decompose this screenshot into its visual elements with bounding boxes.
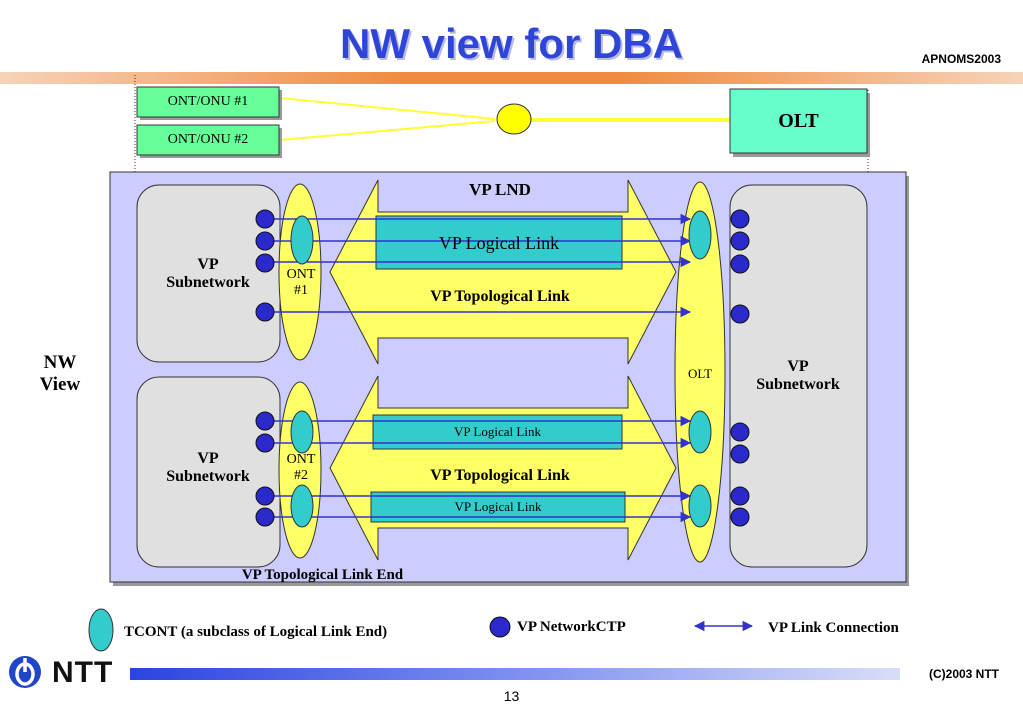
vp-topological-link-end-label: VP Topological Link End	[241, 567, 404, 583]
onu2-box	[136, 124, 282, 158]
tcont-icon	[290, 410, 314, 454]
networkctp-icon	[730, 231, 750, 251]
vp-logical-link-upper	[375, 215, 623, 270]
networkctp-icon	[730, 422, 750, 442]
networkctp-icon	[730, 254, 750, 274]
vp-subnetwork-right	[729, 184, 868, 568]
footer-bar	[130, 668, 900, 680]
vp-logical-link-lower-1-label: VP Logical Link	[454, 424, 541, 439]
vp-topological-link-lower-label: VP Topological Link	[430, 467, 570, 484]
olt-oval	[674, 181, 726, 563]
page-title: NW view for DBA	[339, 20, 683, 67]
networkctp-icon	[255, 486, 275, 506]
networkctp-icon	[255, 231, 275, 251]
olt-box-label: OLT	[778, 110, 819, 132]
legend-networkctp-icon	[489, 616, 511, 638]
vp-topological-link-upper-label: VP Topological Link	[430, 288, 570, 305]
ntt-logo-text: NTT	[52, 656, 114, 689]
onu2-label: ONT/ONU #2	[167, 132, 249, 147]
tcont-icon	[290, 215, 314, 265]
splitter-icon	[496, 103, 532, 135]
vp-logical-link-lower-2-label: VP Logical Link	[454, 499, 542, 514]
networkctp-icon	[255, 209, 275, 229]
tcont-icon	[290, 484, 314, 528]
tcont-icon	[688, 210, 712, 260]
ont1-label: ONT#1	[286, 267, 316, 299]
networkctp-icon	[730, 507, 750, 527]
networkctp-icon	[255, 507, 275, 527]
copyright: (C)2003 NTT	[928, 667, 999, 681]
onu1-box	[136, 86, 282, 120]
olt-oval-label: OLT	[687, 366, 713, 381]
tcont-icon	[688, 484, 712, 528]
vp-lnd-label: VP LND	[469, 180, 531, 199]
networkctp-icon	[255, 302, 275, 322]
networkctp-icon	[730, 486, 750, 506]
page-number: 13	[503, 688, 520, 704]
legend-link-connection-label: VP Link Connection	[768, 620, 899, 636]
networkctp-icon	[255, 253, 275, 273]
legend-tcont-label: TCONT (a subclass of Logical Link End)	[124, 624, 388, 640]
networkctp-icon	[255, 411, 275, 431]
legend-tcont-icon	[88, 608, 114, 652]
onu1-label: ONT/ONU #1	[167, 94, 249, 109]
ntt-logo-icon	[9, 656, 41, 688]
vp-link-connections	[274, 213, 692, 523]
networkctp-icon	[730, 209, 750, 229]
networkctp-icon	[730, 304, 750, 324]
header-bar	[0, 72, 1023, 84]
olt-box	[729, 88, 870, 157]
networkctp-icon	[730, 444, 750, 464]
tcont-icon	[688, 410, 712, 454]
conference-label: APNOMS2003	[921, 52, 1001, 66]
ont2-label: ONT#2	[286, 452, 316, 484]
vp-logical-link-upper-label: VP Logical Link	[438, 233, 560, 253]
legend-networkctp-label: VP NetworkCTP	[517, 619, 626, 635]
physical-connection	[279, 97, 730, 141]
networkctp-icon	[255, 433, 275, 453]
